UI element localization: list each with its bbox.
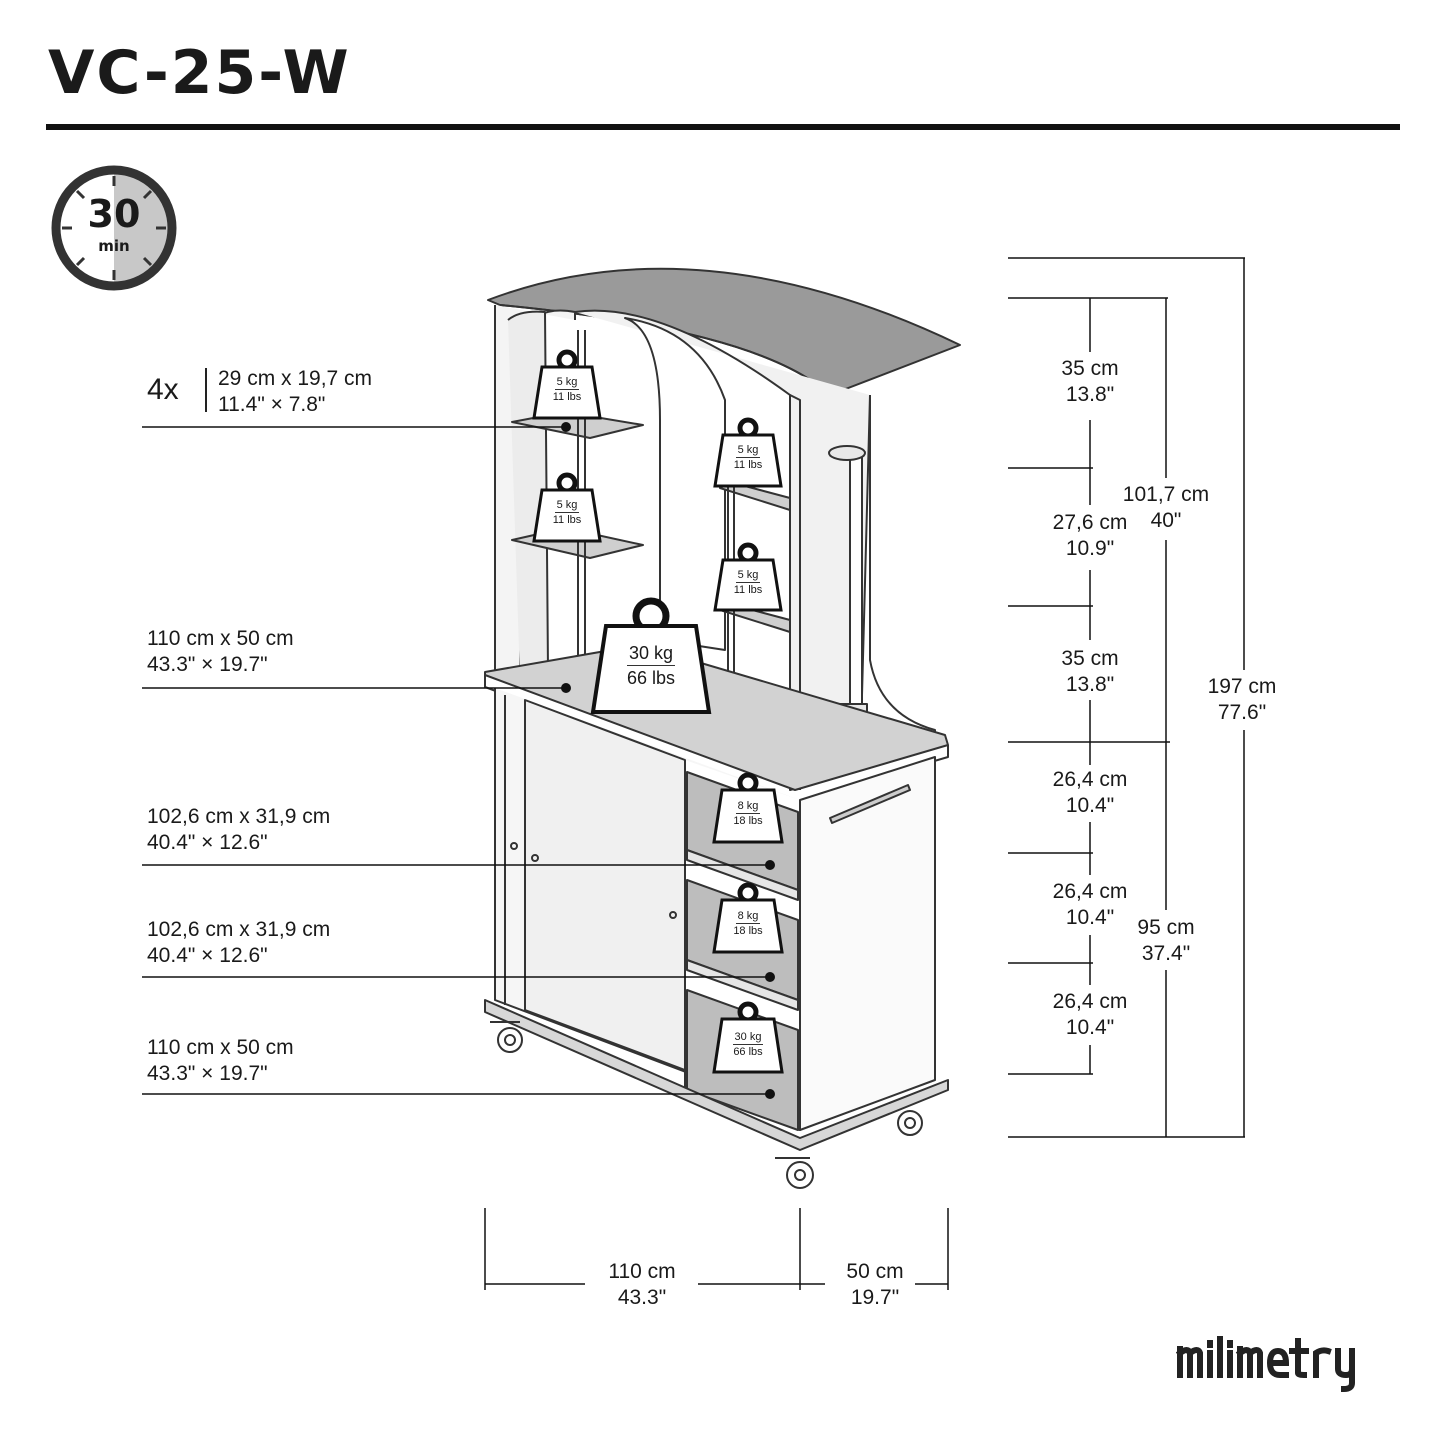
weight-icon bbox=[712, 772, 784, 844]
height-upper-cm: 101,7 cm bbox=[1122, 483, 1210, 506]
height-seg4-in: 10.4" bbox=[1065, 794, 1115, 817]
height-seg3-in: 13.8" bbox=[1065, 673, 1115, 696]
weight-lbs: 11 lbs bbox=[733, 584, 763, 596]
bottom-size-cm: 110 cm x 50 cm bbox=[147, 1036, 294, 1059]
weight-kg: 5 kg bbox=[735, 444, 761, 458]
weight-icon bbox=[713, 542, 783, 612]
shelf-count: 4x bbox=[147, 373, 179, 406]
weight-icon bbox=[532, 472, 602, 543]
weight-icon bbox=[532, 349, 602, 420]
height-seg2-cm: 27,6 cm bbox=[1052, 511, 1128, 534]
weight-icon bbox=[590, 597, 712, 714]
height-seg1-cm: 35 cm bbox=[1061, 357, 1119, 380]
weight-kg: 5 kg bbox=[554, 499, 580, 513]
height-seg3-cm: 35 cm bbox=[1061, 647, 1119, 670]
weight-kg: 8 kg bbox=[735, 910, 761, 924]
inner-shelf-2-size-in: 40.4" × 12.6" bbox=[147, 944, 268, 967]
bottom-size-in: 43.3" × 19.7" bbox=[147, 1062, 268, 1085]
weight-label: 5 kg 11 lbs bbox=[723, 568, 773, 597]
small-shelf-size-cm: 29 cm x 19,7 cm bbox=[218, 367, 373, 390]
width-cm: 110 cm bbox=[608, 1260, 676, 1283]
title-divider bbox=[46, 124, 1400, 130]
weight-lbs: 11 lbs bbox=[552, 391, 582, 403]
brand-logo bbox=[1175, 1333, 1406, 1393]
weight-lbs: 18 lbs bbox=[733, 815, 763, 827]
inner-shelf-2-size-cm: 102,6 cm x 31,9 cm bbox=[147, 918, 331, 941]
height-seg2-in: 10.9" bbox=[1065, 537, 1115, 560]
height-seg5-in: 10.4" bbox=[1065, 906, 1115, 929]
weight-kg: 5 kg bbox=[554, 376, 580, 390]
weight-kg: 5 kg bbox=[735, 569, 761, 583]
weight-label: 5 kg 11 lbs bbox=[542, 498, 592, 527]
weight-kg: 30 kg bbox=[626, 641, 676, 666]
depth-in: 19.7" bbox=[850, 1286, 900, 1309]
weight-kg: 30 kg bbox=[732, 1031, 764, 1045]
product-title: VC-25-W bbox=[48, 38, 351, 108]
assembly-time-icon: 30 min bbox=[48, 162, 180, 294]
weight-lbs: 66 lbs bbox=[626, 668, 676, 688]
weight-label: 30 kg 66 lbs bbox=[606, 641, 696, 690]
timer-unit: min bbox=[98, 237, 130, 255]
height-seg6-cm: 26,4 cm bbox=[1052, 990, 1128, 1013]
height-total-in: 77.6" bbox=[1217, 701, 1267, 724]
height-seg1-in: 13.8" bbox=[1065, 383, 1115, 406]
weight-icon bbox=[712, 882, 784, 954]
depth-cm: 50 cm bbox=[846, 1260, 904, 1283]
weight-kg: 8 kg bbox=[735, 800, 761, 814]
weight-label: 5 kg 11 lbs bbox=[542, 375, 592, 404]
width-in: 43.3" bbox=[617, 1286, 667, 1309]
height-total-cm: 197 cm bbox=[1207, 675, 1277, 698]
small-shelf-size-in: 11.4" × 7.8" bbox=[218, 393, 326, 416]
weight-icon bbox=[712, 1001, 784, 1074]
inner-shelf-1-size-in: 40.4" × 12.6" bbox=[147, 831, 268, 854]
height-upper-in: 40" bbox=[1150, 509, 1182, 532]
weight-label: 8 kg 18 lbs bbox=[722, 909, 774, 938]
weight-icon bbox=[713, 417, 783, 488]
timer-value: 30 bbox=[87, 192, 141, 236]
weight-lbs: 11 lbs bbox=[552, 514, 582, 526]
weight-lbs: 18 lbs bbox=[733, 925, 763, 937]
weight-label: 8 kg 18 lbs bbox=[722, 799, 774, 828]
height-seg4-cm: 26,4 cm bbox=[1052, 768, 1128, 791]
separator bbox=[205, 368, 207, 412]
height-seg5-cm: 26,4 cm bbox=[1052, 880, 1128, 903]
weight-label: 30 kg 66 lbs bbox=[722, 1030, 774, 1059]
counter-top-size-cm: 110 cm x 50 cm bbox=[147, 627, 294, 650]
height-lower-cm: 95 cm bbox=[1137, 916, 1195, 939]
height-lower-in: 37.4" bbox=[1141, 942, 1191, 965]
inner-shelf-1-size-cm: 102,6 cm x 31,9 cm bbox=[147, 805, 331, 828]
weight-label: 5 kg 11 lbs bbox=[723, 443, 773, 472]
counter-top-size-in: 43.3" × 19.7" bbox=[147, 653, 268, 676]
height-seg6-in: 10.4" bbox=[1065, 1016, 1115, 1039]
weight-lbs: 66 lbs bbox=[733, 1046, 763, 1058]
weight-lbs: 11 lbs bbox=[733, 459, 763, 471]
